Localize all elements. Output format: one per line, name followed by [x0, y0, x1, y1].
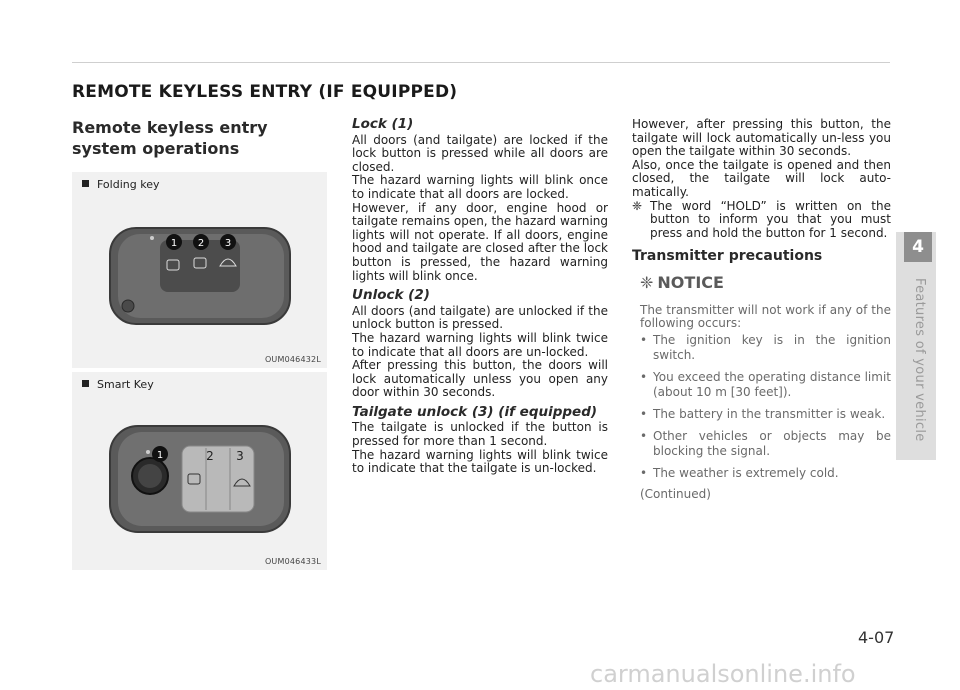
lock-paragraph: However, if any door, engine hood or tai…: [352, 200, 608, 283]
notice-heading: ❈NOTICE: [640, 272, 724, 292]
lock-paragraph: The hazard warning lights will blink onc…: [352, 173, 608, 201]
svg-text:1: 1: [157, 450, 163, 461]
tailgate-paragraph: Also, once the tailgate is opened and th…: [632, 157, 891, 199]
lock-button: 1: [152, 446, 168, 462]
list-item: •You exceed the operating distance limit…: [640, 369, 891, 399]
column-middle: Lock (1) All doors (and tailgate) are lo…: [352, 116, 608, 476]
figure-code: OUM046432L: [264, 355, 321, 364]
list-item: •The weather is extremely cold.: [640, 465, 839, 480]
figure-caption: Smart Key: [82, 378, 154, 391]
unlock-paragraph: All doors (and tailgate) are unlocked if…: [352, 303, 608, 332]
folding-key-figure: Folding key 1 2 3 OUM046432L: [72, 172, 327, 368]
asterisk-icon: ❈: [640, 272, 654, 292]
page-title: REMOTE KEYLESS ENTRY (IF EQUIPPED): [72, 82, 458, 102]
page-number: 4-07: [858, 628, 895, 647]
unlock-button: 2: [187, 449, 214, 485]
hold-note: ❈ The word “HOLD” is written on the butt…: [632, 198, 891, 240]
folding-key-illustration: 1 2 3: [109, 227, 291, 325]
figure-caption: Folding key: [82, 178, 159, 191]
tailgate-button: 3: [219, 234, 237, 267]
unlock-button: 2: [193, 234, 209, 269]
tailgate-button: 3: [233, 449, 251, 487]
figure-code: OUM046433L: [264, 557, 321, 566]
notice-lead: The transmitter will not work if any of …: [640, 302, 891, 331]
bullet-square-icon: [82, 180, 89, 187]
unlock-paragraph: The hazard warning lights will blink twi…: [352, 330, 608, 359]
watermark: carmanualsonline.info: [590, 660, 856, 688]
header-rule: [72, 62, 890, 63]
smart-key-illustration: 1 2 3: [109, 425, 291, 533]
lock-heading: Lock (1): [352, 116, 414, 132]
list-item: •The battery in the transmitter is weak.: [640, 406, 886, 421]
note-mark-icon: ❈: [632, 198, 643, 213]
svg-text:3: 3: [236, 449, 244, 463]
unlock-heading: Unlock (2): [352, 287, 430, 304]
tailgate-paragraph: However, after pressing this button, the…: [632, 117, 891, 159]
section-title: Remote keyless entry system operations: [72, 118, 268, 158]
notice-box: The transmitter will not work if any of …: [632, 302, 891, 502]
list-item: •Other vehicles or objects may be blocki…: [640, 428, 891, 458]
tailgate-paragraph: The hazard warning lights will blink twi…: [352, 447, 608, 476]
chapter-label: Features of your vehicle: [912, 278, 927, 442]
lock-button: 1: [166, 234, 182, 271]
svg-text:2: 2: [206, 449, 214, 463]
smart-key-figure: Smart Key 1 2 3 OUM046433L: [72, 372, 327, 570]
column-right: However, after pressing this button, the…: [632, 117, 891, 502]
svg-text:1: 1: [171, 238, 177, 249]
unlock-paragraph: After pressing this button, the doors wi…: [352, 358, 608, 400]
tailgate-paragraph: The tailgate is unlocked if the button i…: [352, 420, 608, 449]
svg-text:2: 2: [198, 238, 204, 249]
list-item: •The ignition key is in the ignition swi…: [640, 332, 891, 362]
chapter-tab: 4: [904, 232, 932, 262]
tailgate-heading: Tailgate unlock (3) (if equipped): [352, 403, 598, 420]
lock-paragraph: All doors (and tailgate) are locked if t…: [352, 132, 608, 174]
chapter-sidebar: [896, 232, 936, 460]
svg-text:3: 3: [225, 238, 231, 249]
bullet-square-icon: [82, 380, 89, 387]
continued-label: (Continued): [640, 486, 711, 501]
notice-list: •The ignition key is in the ignition swi…: [640, 333, 891, 481]
transmitter-precautions-heading: Transmitter precautions: [632, 248, 823, 265]
